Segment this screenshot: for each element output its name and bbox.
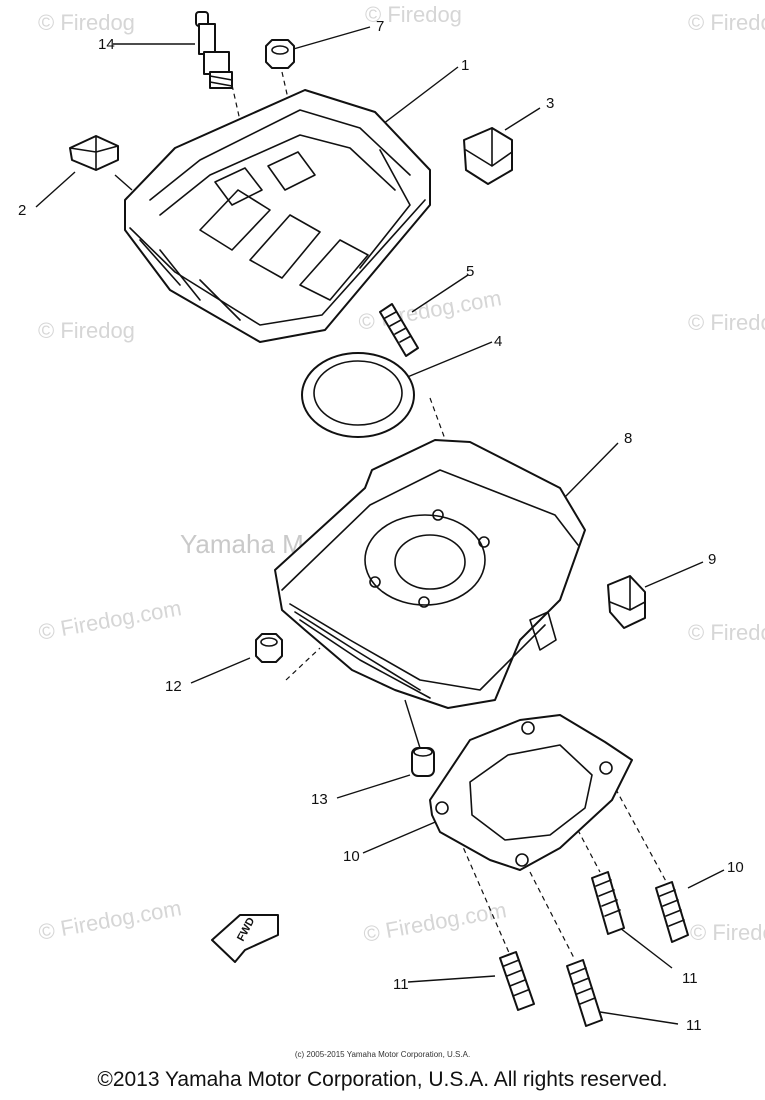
part-spark-plug (195, 11, 233, 89)
callout-4: 4 (494, 333, 502, 350)
callout-2: 2 (18, 202, 26, 219)
callout-10: 11 (686, 1017, 702, 1034)
callout-5: 5 (466, 263, 474, 280)
callout-3: 3 (546, 95, 554, 112)
watermark-site-full: © Firedog.com (357, 285, 504, 335)
part-stud-10-upper (655, 881, 689, 943)
callout-8: 9 (708, 551, 716, 568)
part-stud-11-lower (499, 951, 535, 1011)
callout-10: 10 (727, 859, 744, 876)
callout-13: 13 (311, 791, 328, 808)
part-damper-right (463, 127, 513, 185)
part-damper-left (69, 135, 119, 171)
watermark-site: © Firedog (690, 920, 765, 945)
part-stud-5 (379, 303, 419, 357)
part-base-gasket (429, 714, 633, 871)
watermark-site-full: © Firedog.com (37, 595, 184, 645)
part-nut-12 (255, 633, 283, 663)
callout-7: 8 (624, 430, 632, 447)
callout-11: 11 (393, 976, 409, 993)
part-dowel (411, 747, 435, 777)
small-copyright: (c) 2005-2015 Yamaha Motor Corporation, … (294, 1050, 471, 1059)
watermark-site: © Firedog (688, 10, 765, 35)
watermark-site: © Firedog (38, 318, 135, 343)
part-cylinder (274, 439, 586, 709)
callout-6: 7 (376, 18, 384, 35)
callout-11: 11 (682, 970, 698, 987)
watermark-site-full: © Firedog.com (362, 897, 509, 947)
part-damper-cylinder (607, 575, 646, 629)
watermark-site-full: © Firedog.com (37, 895, 184, 945)
callout-layer: 14 7 1 3 2 5 4 8 9 12 13 10 10 11 11 11 (18, 18, 744, 1034)
watermark-site: © Firedog (688, 310, 765, 335)
callout-1: 1 (461, 57, 469, 74)
watermark-site: © Firedog (688, 620, 765, 645)
part-stud-10-lower (566, 959, 603, 1027)
part-head-gasket (301, 352, 415, 438)
watermark-site: © Firedog (365, 2, 462, 27)
part-cylinder-head (124, 89, 431, 343)
part-stud-11-upper (591, 871, 625, 935)
footer-copyright: ©2013 Yamaha Motor Corporation, U.S.A. A… (97, 1068, 668, 1091)
callout-14: 14 (98, 36, 115, 53)
part-nut-top (265, 39, 295, 69)
callout-12: 12 (165, 678, 182, 695)
callout-9: 10 (343, 848, 360, 865)
fwd-arrow-icon: FWD (211, 914, 279, 963)
watermark-site: © Firedog (38, 10, 135, 35)
